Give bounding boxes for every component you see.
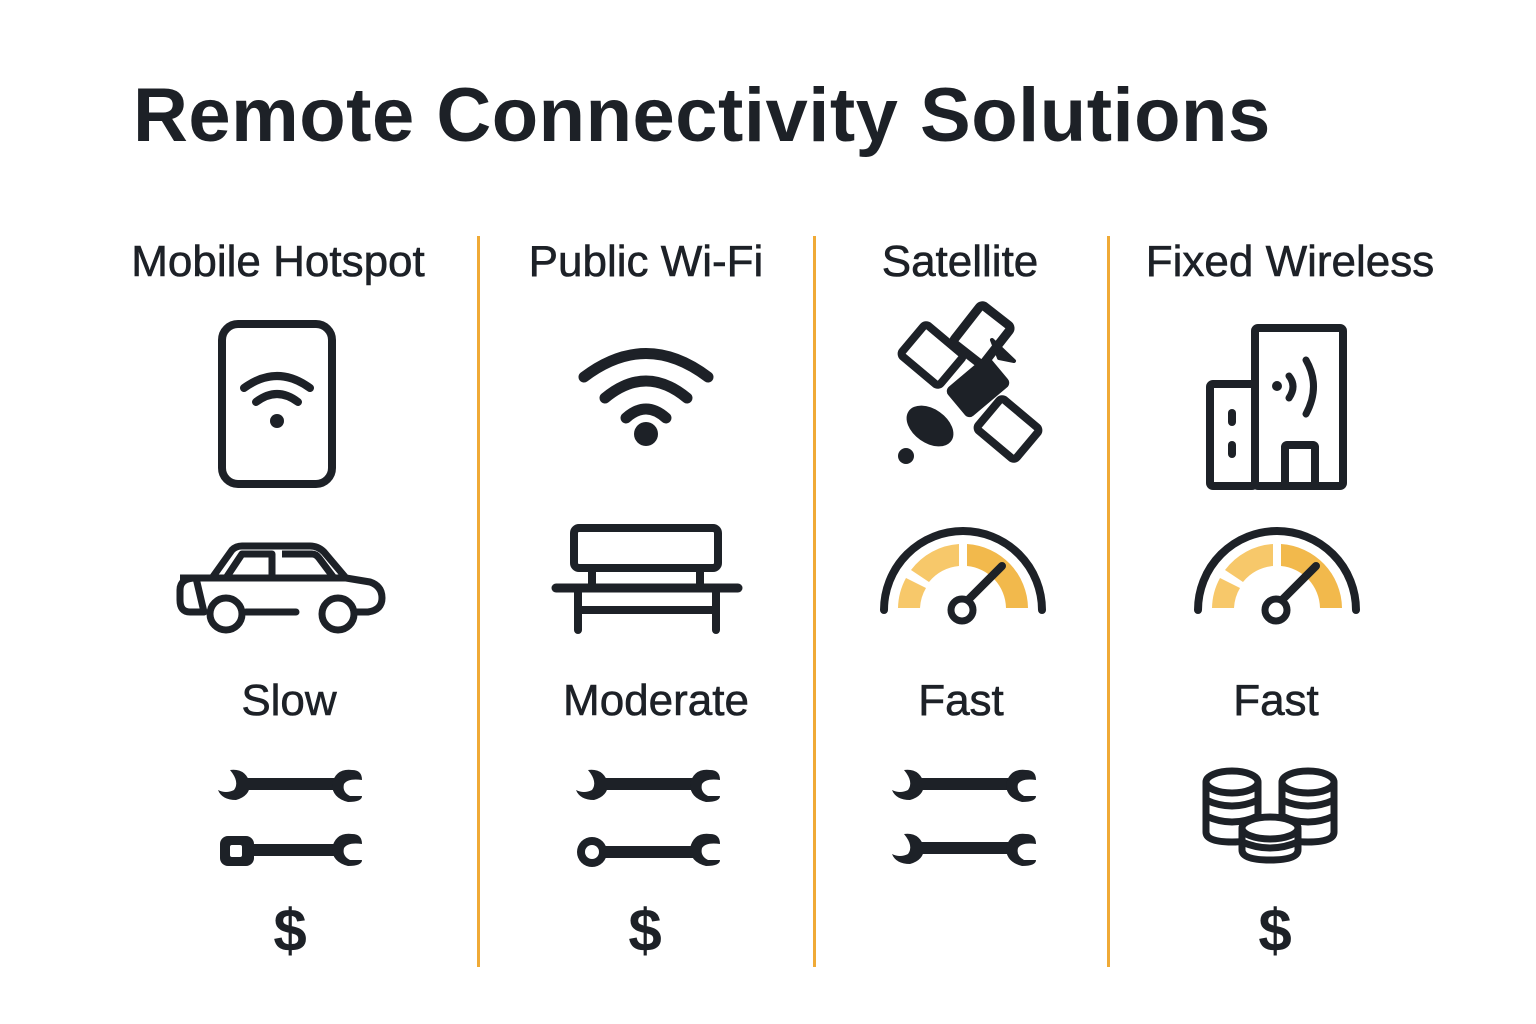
wrenches-icon bbox=[574, 766, 724, 876]
wrenches-icon bbox=[890, 766, 1040, 876]
column-divider bbox=[477, 236, 480, 967]
coins-icon bbox=[1202, 766, 1342, 866]
column-header-mobile-hotspot: Mobile Hotspot bbox=[131, 237, 425, 286]
cost-label-mobile-hotspot: $ bbox=[273, 897, 307, 964]
cost-label-public-wifi: $ bbox=[628, 897, 662, 964]
satellite-icon bbox=[896, 301, 1046, 466]
column-header-satellite: Satellite bbox=[881, 237, 1039, 286]
building-signal-icon bbox=[1205, 324, 1350, 490]
column-divider bbox=[813, 236, 816, 967]
wifi-icon bbox=[576, 342, 716, 448]
car-icon bbox=[176, 542, 388, 636]
column-divider bbox=[1107, 236, 1110, 967]
phone-wifi-icon bbox=[218, 320, 338, 490]
speed-label-public-wifi: Moderate bbox=[563, 676, 749, 725]
bench-icon bbox=[551, 524, 743, 636]
speedometer-icon bbox=[878, 526, 1048, 628]
speed-label-satellite: Fast bbox=[918, 676, 1004, 725]
wrenches-icon bbox=[216, 766, 366, 876]
column-header-fixed-wireless: Fixed Wireless bbox=[1145, 237, 1435, 286]
speedometer-icon bbox=[1192, 526, 1362, 628]
column-header-public-wifi: Public Wi-Fi bbox=[528, 237, 764, 286]
speed-label-fixed-wireless: Fast bbox=[1233, 676, 1319, 725]
cost-label-fixed-wireless: $ bbox=[1258, 897, 1292, 964]
page-title: Remote Connectivity Solutions bbox=[133, 73, 1271, 158]
speed-label-mobile-hotspot: Slow bbox=[241, 676, 337, 725]
